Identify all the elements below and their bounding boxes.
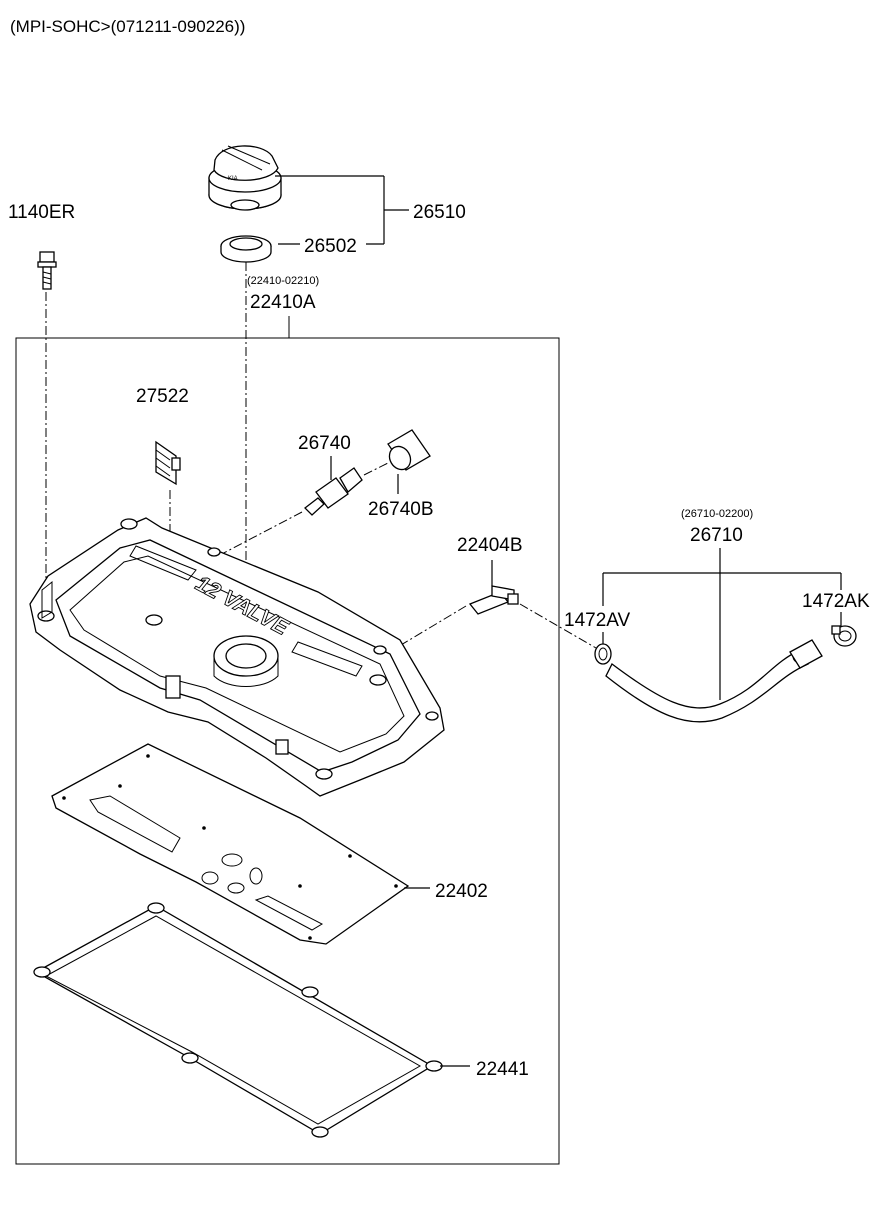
harness-clip [155, 440, 181, 486]
label-26740: 26740 [298, 433, 351, 454]
pcv-grommet [387, 429, 431, 471]
rocker-cover: 12 VALVE [29, 517, 445, 797]
label-26710-ref: (26710-02200) [681, 508, 753, 520]
label-26710: 26710 [690, 525, 743, 546]
cap-gasket [220, 235, 272, 263]
baffle-plate [51, 743, 410, 945]
label-1140er: 1140ER [8, 202, 75, 223]
label-26740b: 26740B [368, 499, 434, 520]
pcv-valve [304, 467, 363, 516]
label-22402: 22402 [435, 881, 488, 902]
diagram-header: (MPI-SOHC>(071211-090226)) [10, 17, 245, 36]
label-1472ak: 1472AK [802, 591, 870, 612]
label-22410-ref: (22410-02210) [247, 275, 319, 287]
label-26510: 26510 [413, 202, 466, 223]
label-22441: 22441 [476, 1059, 529, 1080]
cover-gasket [33, 902, 443, 1138]
label-22410a: 22410A [250, 292, 316, 313]
oil-filler-cap: KIA [208, 145, 282, 211]
svg-text:KIA: KIA [228, 176, 238, 182]
breather-fitting [468, 585, 519, 615]
bolt-1140er [37, 251, 57, 290]
breather-hose [605, 639, 823, 723]
label-27522: 27522 [136, 386, 189, 407]
label-22404b: 22404B [457, 535, 523, 556]
label-1472av: 1472AV [564, 610, 631, 631]
hose-clamp-1472ak [831, 625, 857, 647]
assembly-frame [15, 337, 560, 1165]
hose-clamp-1472av [594, 643, 612, 665]
label-26502: 26502 [304, 236, 357, 257]
